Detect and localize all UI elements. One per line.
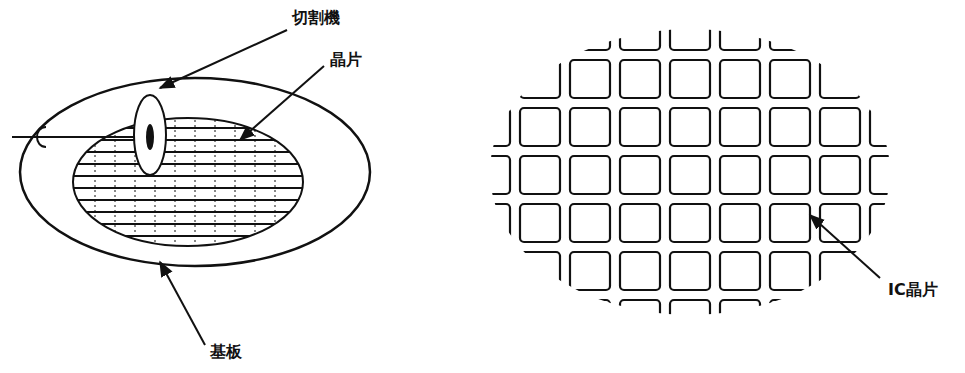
leader-arrows [160,30,880,345]
blade-shaft [12,136,138,138]
part-label: 切割機 [292,8,340,27]
wafer-hatching [60,110,320,255]
ic-chip-grid [470,12,910,338]
rotation-mark [37,127,46,147]
cutting-blade [134,95,166,175]
part-label: 基板 [210,342,242,361]
part-label: IC晶片 [888,280,938,299]
part-label: 晶片 [330,50,362,69]
substrate-outline [20,78,370,266]
